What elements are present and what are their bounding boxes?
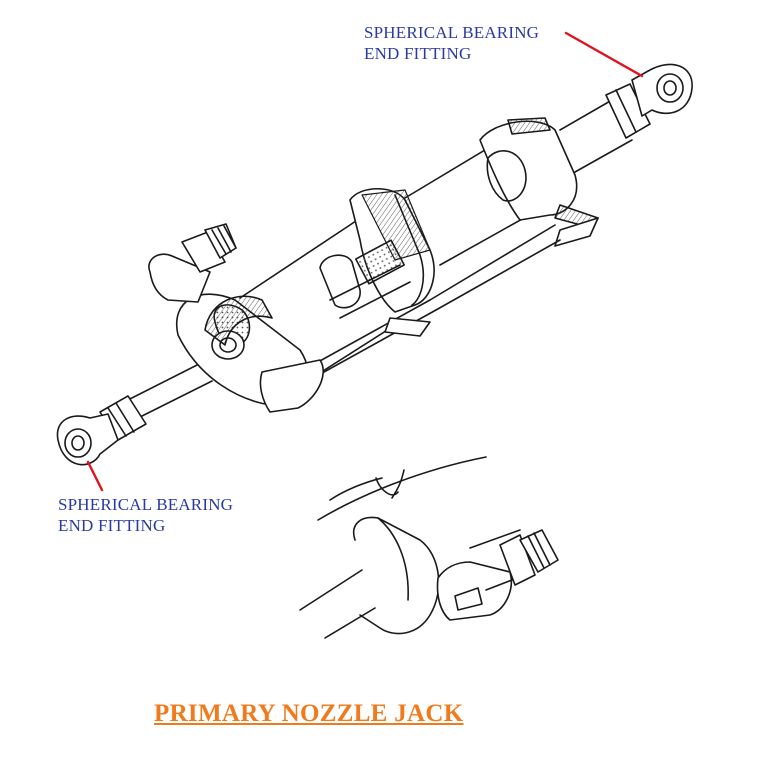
bottom-end-fitting-label: SPHERICAL BEARING END FITTING bbox=[58, 494, 233, 536]
leader-line-bottom bbox=[86, 460, 104, 492]
bottom-spherical-bearing-end-fitting bbox=[56, 413, 119, 466]
hydraulic-inlet-fitting bbox=[148, 223, 237, 303]
top-label-line-1: SPHERICAL BEARING bbox=[364, 23, 540, 42]
diagram-title: PRIMARY NOZZLE JACK bbox=[154, 700, 464, 727]
actuator-jack-drawing bbox=[56, 63, 693, 466]
top-label-line-2: END FITTING bbox=[364, 44, 472, 63]
lower-piston-rod bbox=[99, 360, 213, 441]
top-end-fitting-label: SPHERICAL BEARING END FITTING bbox=[364, 22, 539, 64]
leader-line-top bbox=[564, 31, 644, 78]
top-spherical-bearing-end-fitting bbox=[631, 63, 693, 117]
bottom-label-line-2: END FITTING bbox=[58, 516, 166, 535]
upper-piston-rod bbox=[559, 83, 651, 173]
end-fitting-detail-drawing bbox=[299, 456, 559, 639]
bottom-label-line-1: SPHERICAL BEARING bbox=[58, 495, 234, 514]
cylinder-body bbox=[175, 117, 599, 413]
